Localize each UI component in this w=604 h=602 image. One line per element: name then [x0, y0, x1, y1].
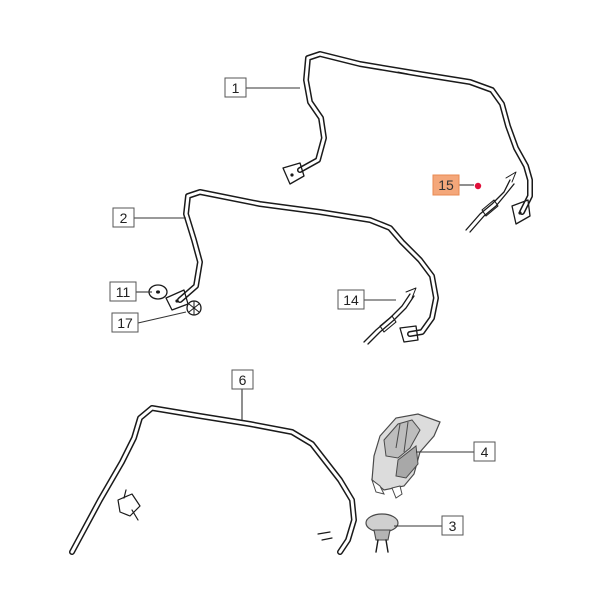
svg-text:2: 2 [120, 210, 128, 226]
callout-17[interactable]: 17 [111, 312, 139, 333]
leader-17 [137, 311, 187, 324]
highlight-marker-15 [474, 182, 482, 190]
svg-text:17: 17 [117, 315, 133, 331]
callout-3[interactable]: 3 [441, 515, 464, 536]
callout-6[interactable]: 6 [231, 369, 254, 390]
svg-text:11: 11 [116, 284, 131, 300]
part-6-lower-handle[interactable] [69, 405, 357, 555]
callout-11[interactable]: 11 [109, 281, 137, 302]
part-1-upper-handle[interactable] [282, 51, 533, 225]
callout-4[interactable]: 4 [473, 441, 496, 462]
part-15-cable[interactable] [465, 171, 517, 233]
part-14-cable[interactable] [363, 287, 417, 345]
callout-2[interactable]: 2 [112, 207, 135, 228]
callout-14[interactable]: 14 [337, 289, 365, 310]
svg-text:4: 4 [481, 444, 489, 460]
svg-text:1: 1 [232, 80, 240, 96]
svg-text:15: 15 [438, 177, 454, 193]
svg-text:3: 3 [449, 518, 457, 534]
part-4-cover[interactable] [371, 413, 441, 499]
svg-text:6: 6 [239, 372, 247, 388]
callout-1[interactable]: 1 [224, 77, 247, 98]
part-17-knob[interactable] [186, 300, 202, 316]
svg-text:14: 14 [343, 292, 359, 308]
leader-lines [134, 87, 482, 527]
part-2-mid-handle[interactable] [165, 189, 439, 343]
callout-15[interactable]: 15 [432, 174, 460, 196]
part-3-knob[interactable] [365, 513, 399, 553]
